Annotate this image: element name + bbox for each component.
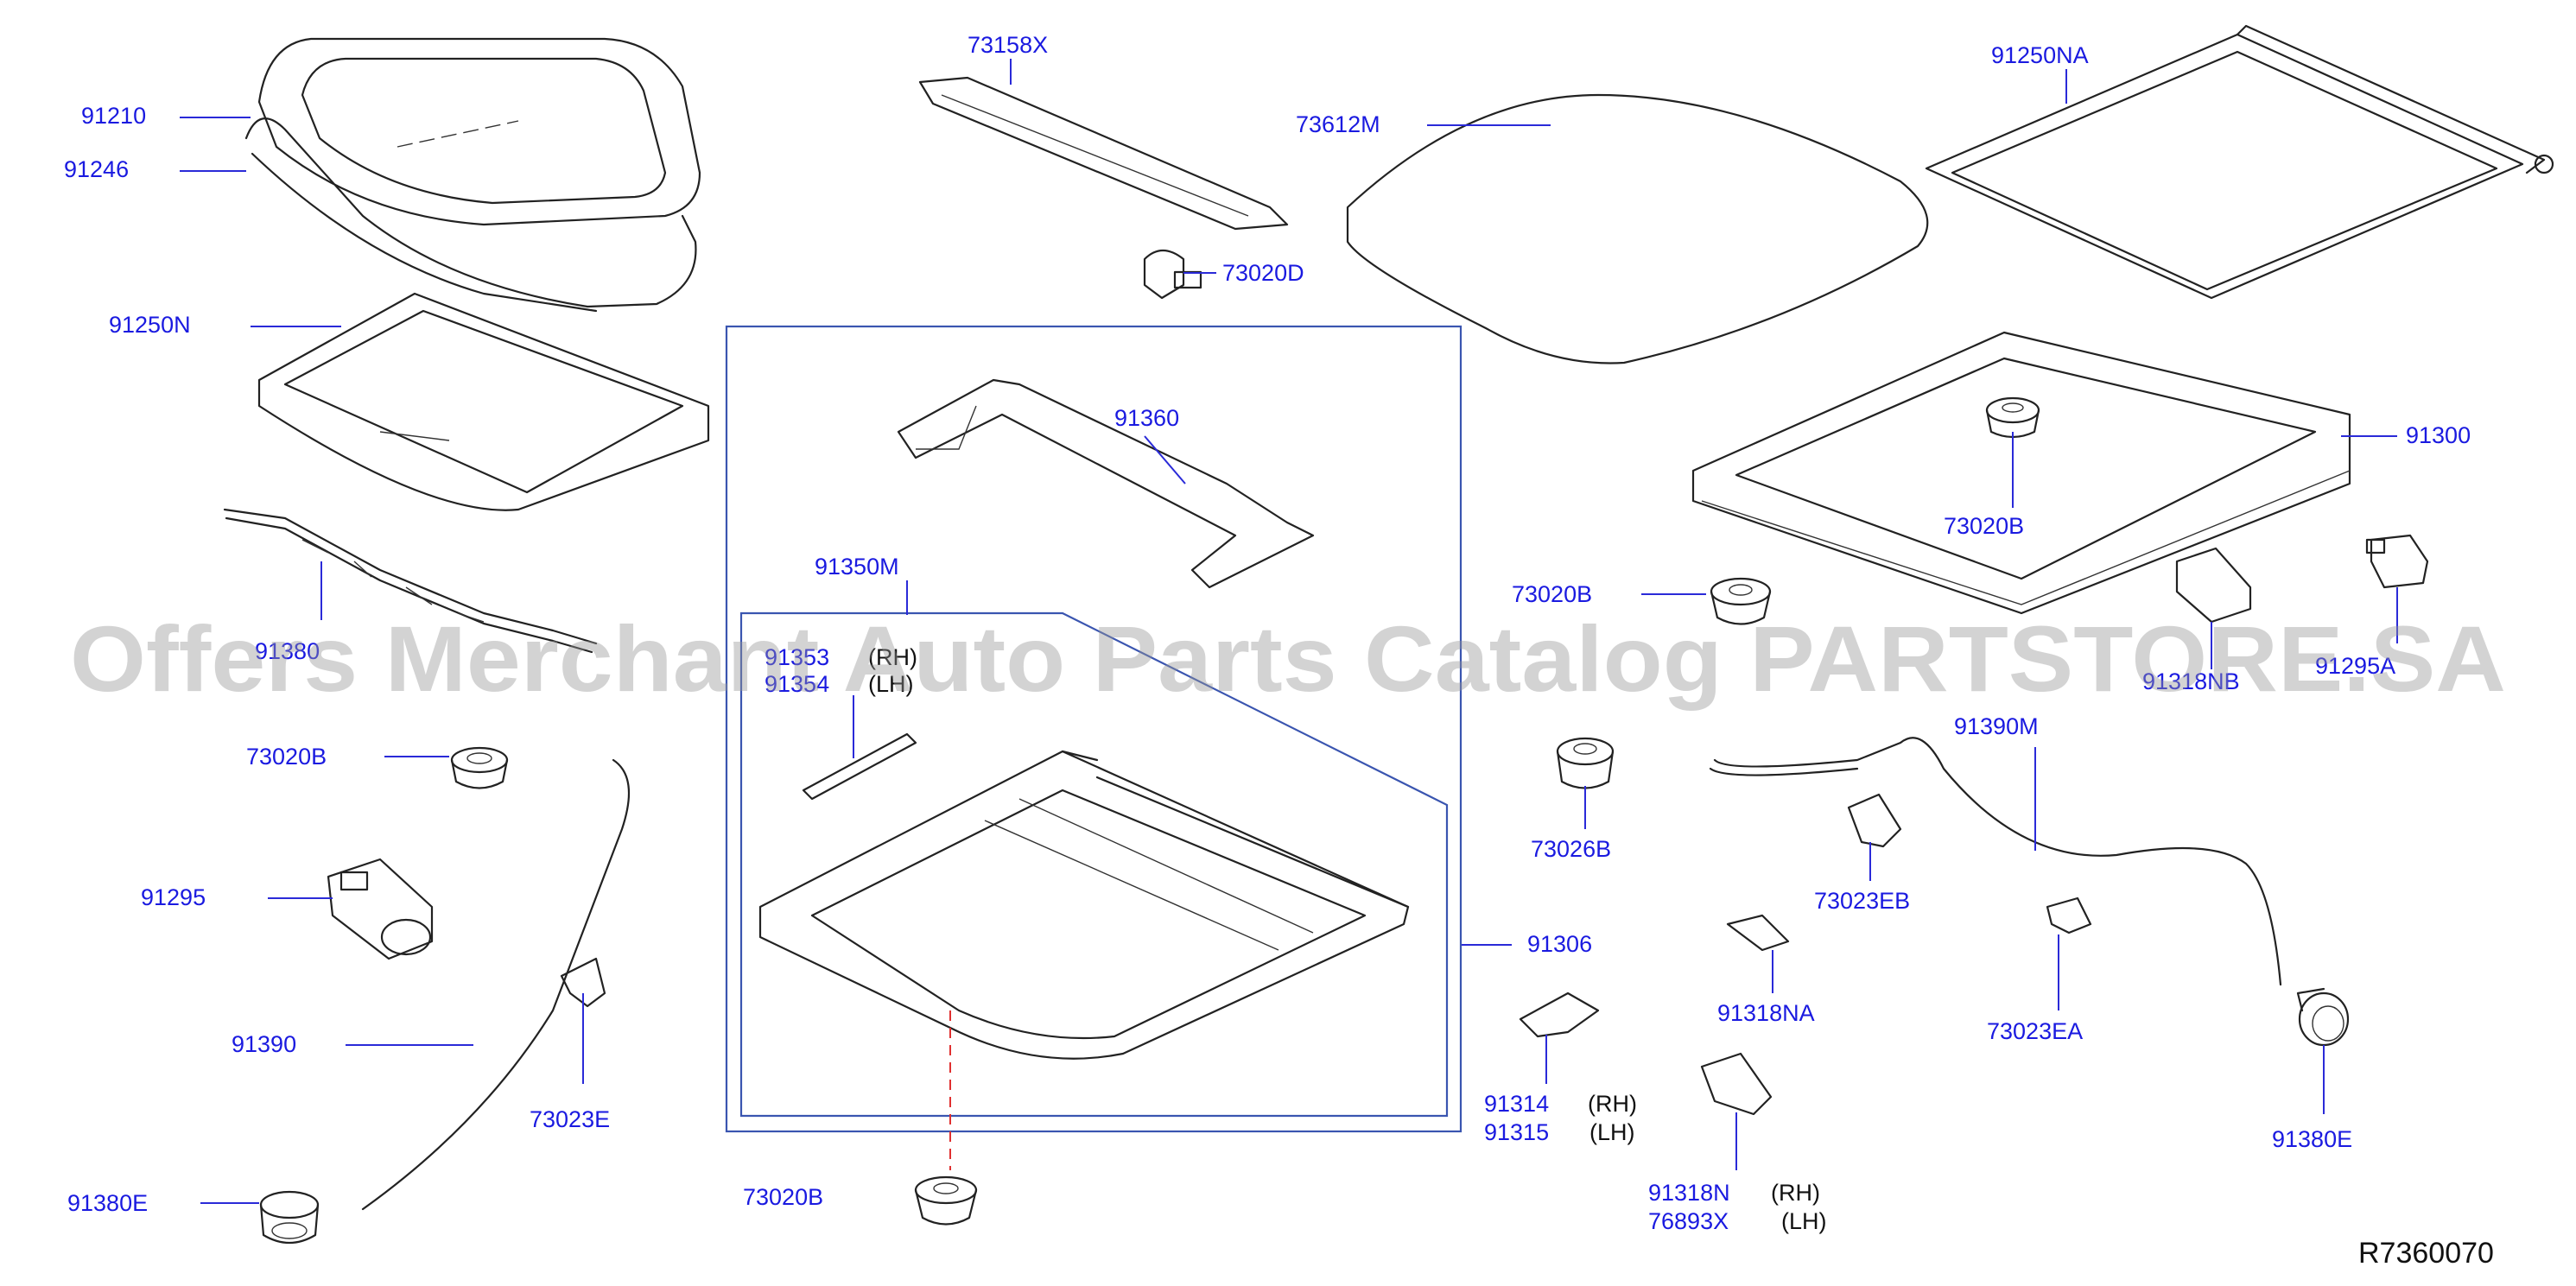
motor-91295 [327,858,434,960]
rail-73158x [918,76,1289,231]
label-73023ea: 73023EA [1987,1018,2083,1044]
label-91360: 91360 [1114,405,1179,431]
sunshade-91250na [1925,24,2554,300]
label-91350m: 91350M [815,554,899,580]
clip-73023ea [2046,896,2092,934]
grommet-73020b-bottom [914,1175,978,1226]
frame-91350m [758,750,1410,1060]
label-73023e: 73023E [530,1106,610,1132]
label-73023eb: 73023EB [1814,888,1910,914]
crossbar-91360 [897,378,1315,589]
label-91306: 91306 [1527,931,1592,957]
label-91380e-right: 91380E [2272,1126,2352,1152]
label-76893x: 76893X [1648,1208,1729,1234]
label-73020b-left: 73020B [246,744,327,770]
label-73020b-bottom: 73020B [743,1184,823,1210]
label-91250n: 91250N [109,312,191,338]
grommet-91380e-right [2296,987,2350,1047]
label-91380: 91380 [255,638,320,664]
label-91354-side: (LH) [868,671,914,697]
grommet-73020b-frame [1985,396,2040,439]
label-73020d: 73020D [1222,260,1304,286]
label-91295a: 91295A [2315,653,2395,679]
label-91390m: 91390M [1954,713,2039,739]
assembly-box-91306 [725,325,1462,1133]
drain-hose-91380 [223,508,598,645]
reference-code: R7360070 [2358,1237,2494,1270]
sub-assembly-box-91350m [739,611,1449,1118]
bracket-91318nb [2175,547,2252,624]
label-91318n-side: (RH) [1771,1180,1820,1206]
cable-91390m [1713,737,2282,986]
label-91380e-left: 91380E [67,1190,148,1216]
glass-panel-91210 [257,37,701,226]
label-91250na: 91250NA [1991,42,2089,68]
label-73612m: 73612M [1296,111,1380,137]
label-91318na: 91318NA [1717,1000,1815,1026]
clip-73023eb [1847,793,1902,848]
seal-91246 [244,117,697,308]
label-91318n: 91318N [1648,1180,1730,1206]
label-76893x-side: (LH) [1781,1208,1827,1234]
label-73026b: 73026B [1531,836,1611,862]
label-91295: 91295 [141,884,206,910]
clip-73020d [1143,249,1202,300]
bracket-91318n [1700,1052,1773,1116]
label-91314-side: (RH) [1588,1091,1637,1117]
rail-91353 [802,732,917,801]
label-91314: 91314 [1484,1091,1549,1117]
label-91315-side: (LH) [1589,1119,1635,1145]
leader-lines [180,59,2398,1204]
label-91353-side: (RH) [868,644,917,670]
label-73158x: 73158X [968,32,1048,58]
label-91246: 91246 [64,156,129,182]
label-73020b-frame: 73020B [1944,513,2024,539]
watermark-text: Offers Merchant Auto Parts Catalog PARTS… [70,606,2506,711]
sunshade-91250n [257,292,710,511]
bracket-91318na [1726,914,1790,952]
label-91390: 91390 [232,1031,296,1057]
motor-91295a [2365,534,2429,589]
grommet-73026b [1556,737,1615,789]
label-91210: 91210 [81,103,146,129]
frame-91300 [1691,331,2351,615]
label-73020b-mid: 73020B [1512,581,1592,607]
grommet-73020b-mid [1710,577,1772,625]
bracket-91314 [1519,991,1600,1038]
label-91318nb: 91318NB [2142,668,2240,694]
part-labels: 91210 91246 91250N 91380 73020B 91295 91… [64,32,2471,1234]
label-91353: 91353 [765,644,829,670]
clip-73023e [560,957,606,1008]
label-91315: 91315 [1484,1119,1549,1145]
grommet-91380e-left [259,1190,320,1244]
label-91300: 91300 [2406,422,2471,448]
grommet-73020b-left [450,746,509,789]
headliner-73612m [1346,93,1929,364]
label-91354: 91354 [765,671,829,697]
cable-91390 [361,758,631,1211]
